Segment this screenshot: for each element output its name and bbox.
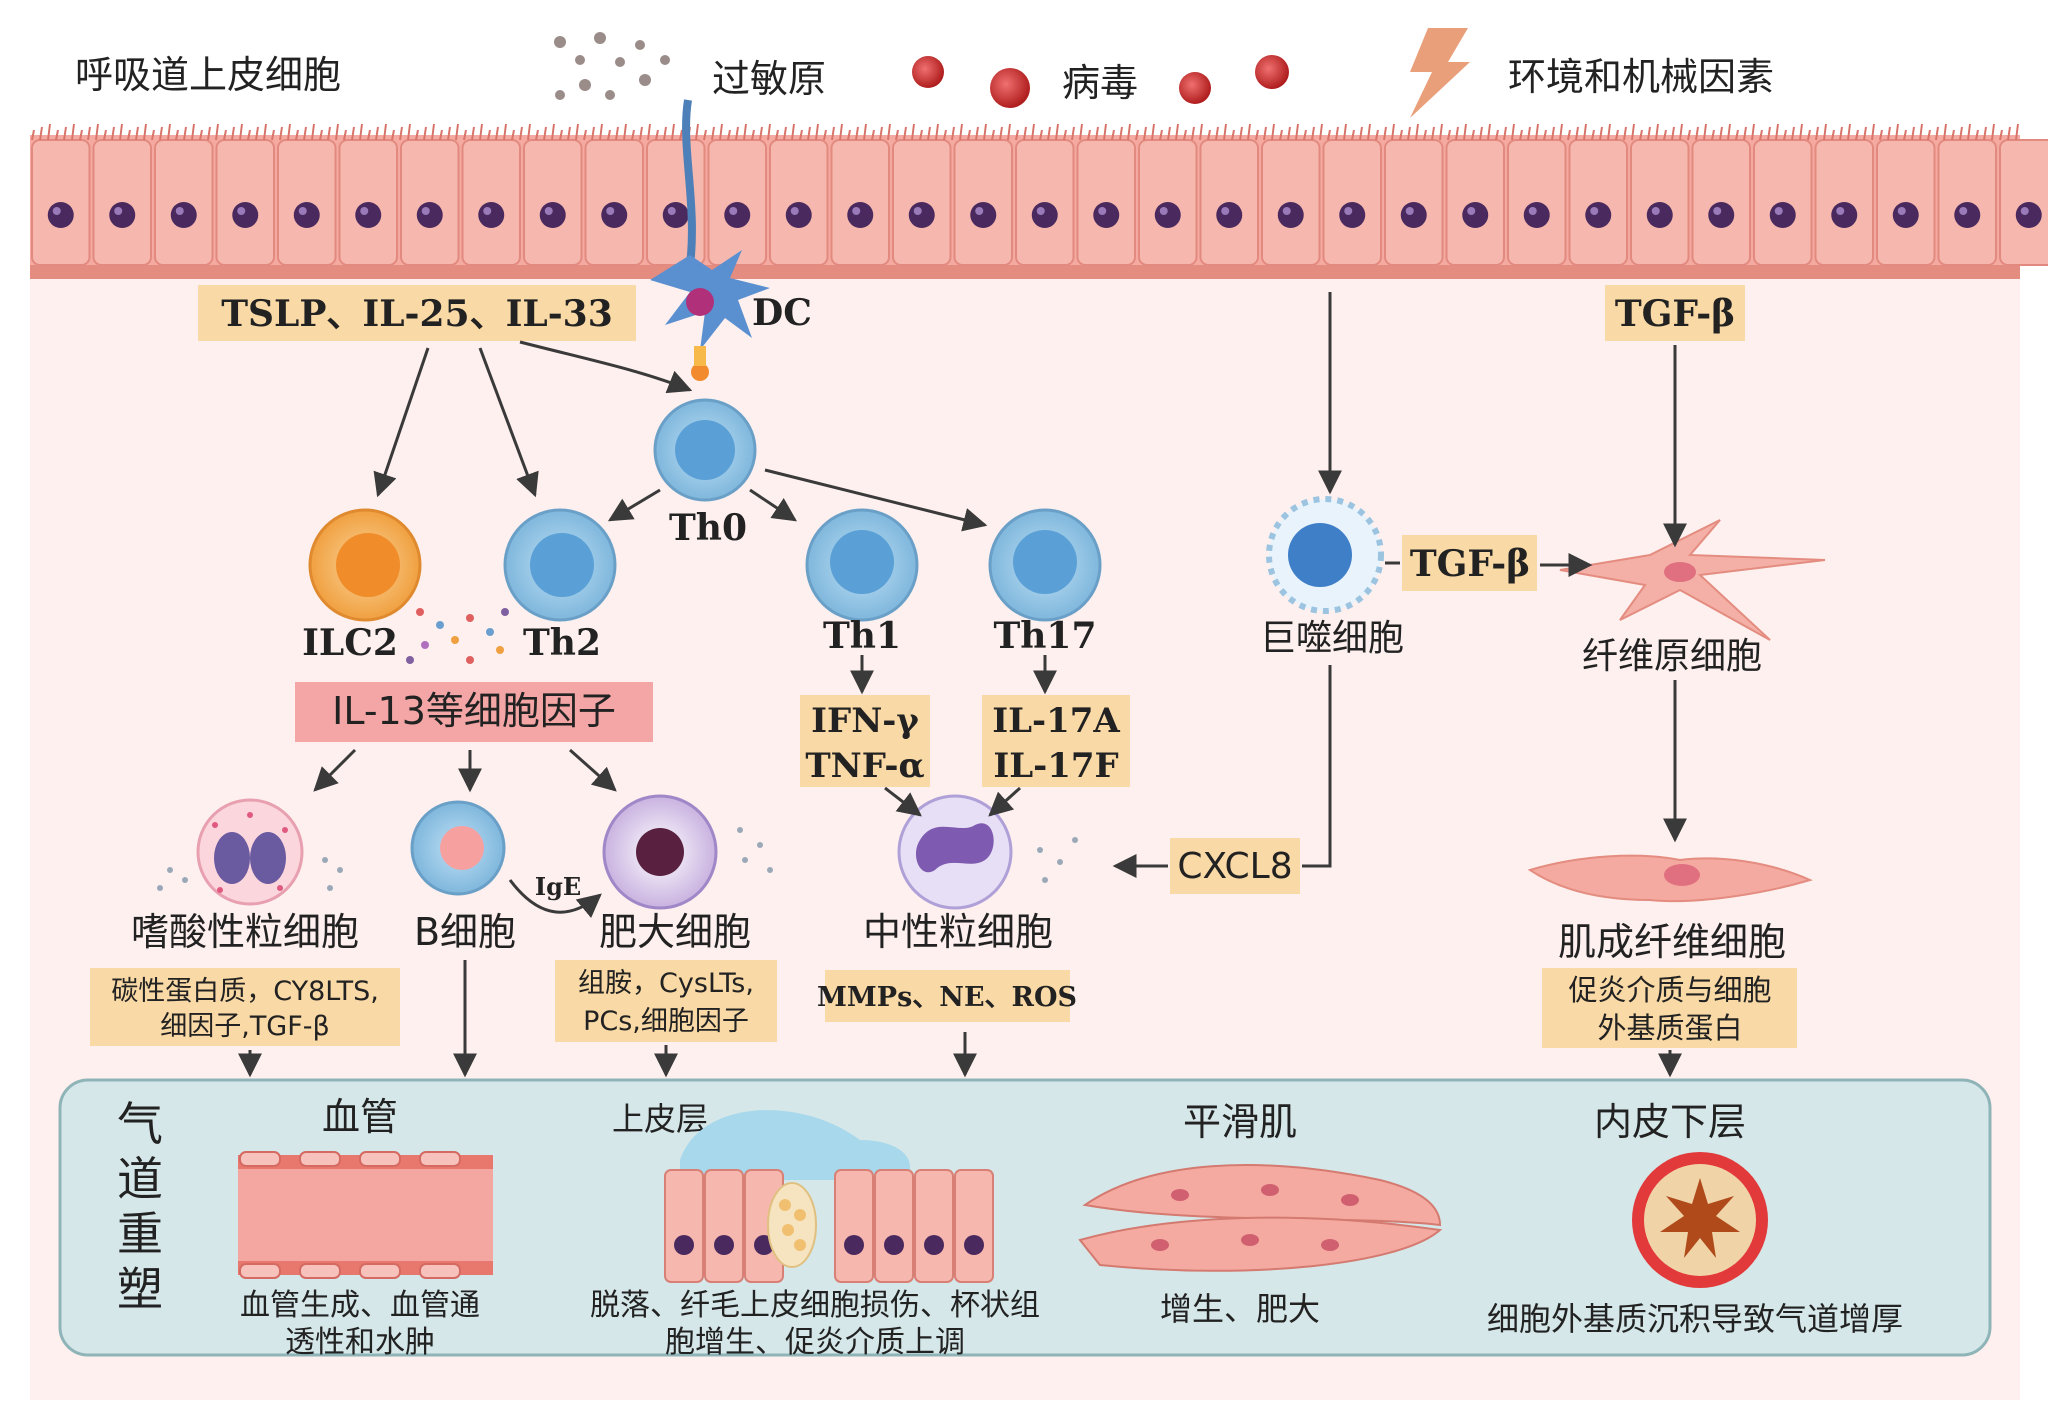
blood-vessel-icon <box>238 1151 493 1279</box>
remodeling-title: 气 道 重 塑 <box>117 1097 163 1316</box>
tgf-top-box <box>1605 285 1745 341</box>
epithelial-layer <box>30 123 2048 279</box>
mast-cell-label: 肥大细胞 <box>599 910 751 954</box>
alarmin-box <box>198 285 636 341</box>
alarmin-label: TSLP、IL-25、IL-33 <box>221 293 613 335</box>
mast-cell <box>602 794 718 910</box>
th17-label: Th17 <box>993 615 1096 657</box>
myofibroblast-label: 肌成纤维细胞 <box>1558 920 1786 964</box>
cxcl8-box <box>1170 838 1300 894</box>
cxcl8-label: CXCL8 <box>1177 846 1292 887</box>
mast-mediators-line1: 组胺，CysLTs, <box>578 968 754 999</box>
smooth-muscle-desc: 增生、肥大 <box>1160 1290 1320 1328</box>
neutrophil-mediators: MMPs、NE、ROS <box>817 982 1077 1013</box>
ige-label: IgE <box>535 872 581 901</box>
th17-cell <box>988 508 1102 622</box>
damaged-epithelium-icon <box>664 1110 994 1283</box>
granules <box>157 827 1078 891</box>
il17f-label: IL-17F <box>993 746 1118 786</box>
environment-label: 环境和机械因素 <box>1508 55 1774 99</box>
svg-text:塑: 塑 <box>117 1262 163 1316</box>
submucosa-title: 内皮下层 <box>1594 1100 1746 1144</box>
th0-cell <box>653 398 757 502</box>
submucosa-desc: 细胞外基质沉积导致气道增厚 <box>1487 1300 1903 1338</box>
allergen-particles <box>554 32 670 100</box>
ilc2-cell <box>308 508 422 622</box>
svg-text:气: 气 <box>117 1097 163 1151</box>
eosinophil-mediators-line1: 碳性蛋白质，CY8LTS, <box>111 976 379 1007</box>
vessel-desc-line1: 血管生成、血管通 <box>240 1288 480 1323</box>
thickened-airway-icon <box>1632 1152 1768 1288</box>
macrophage-cell <box>1266 496 1384 614</box>
b-cell-label: B细胞 <box>414 910 516 954</box>
epithelium-desc-line2: 胞增生、促炎介质上调 <box>665 1325 965 1360</box>
eosinophil-cell <box>196 798 304 906</box>
vessel-desc-line2: 透性和水肿 <box>285 1325 435 1360</box>
tgf-mid-label: TGF-β <box>1410 543 1530 585</box>
tnf-label: TNF-α <box>805 746 924 786</box>
th0-label: Th0 <box>669 507 747 549</box>
th1-cytokine-box <box>800 695 930 787</box>
cytokine-dots <box>406 608 509 664</box>
virus-icon <box>912 55 1289 108</box>
allergen-label: 过敏原 <box>712 57 826 101</box>
il17a-label: IL-17A <box>992 701 1120 741</box>
tgf-top-label: TGF-β <box>1615 293 1735 335</box>
tgf-mid-box <box>1402 535 1537 591</box>
vessel-title: 血管 <box>322 1095 398 1139</box>
th2-cell <box>503 508 617 622</box>
epithelium-desc-line1: 脱落、纤毛上皮细胞损伤、杯状组 <box>590 1288 1040 1323</box>
ifn-label: IFN-γ <box>811 701 919 741</box>
svg-text:道: 道 <box>117 1152 163 1206</box>
dc-label: DC <box>752 292 812 334</box>
th1-label: Th1 <box>823 615 901 657</box>
neutrophil-cell <box>897 794 1013 910</box>
myofibroblast-cell <box>1527 854 1813 903</box>
mast-mediator-box <box>555 960 777 1042</box>
fibroblast-cell <box>1559 519 1826 641</box>
epithelium-label: 呼吸道上皮细胞 <box>75 53 341 97</box>
myofibroblast-mediator-box <box>1542 968 1797 1048</box>
neutrophil-label: 中性粒细胞 <box>863 910 1053 954</box>
fibroblast-label: 纤维原细胞 <box>1582 636 1762 677</box>
eosinophil-mediators-line2: 细因子,TGF-β <box>160 1011 330 1042</box>
th2-label: Th2 <box>523 622 601 664</box>
b-cell <box>410 800 506 896</box>
pathway-arrows <box>238 292 1687 1078</box>
eosinophil-mediator-box <box>90 968 400 1046</box>
th1-cell <box>805 508 919 622</box>
virus-label: 病毒 <box>1062 61 1138 105</box>
th17-cytokine-box <box>982 695 1130 787</box>
remodeling-panel <box>58 1078 1992 1357</box>
smooth-muscle-title: 平滑肌 <box>1183 1100 1297 1144</box>
svg-text:重: 重 <box>117 1207 163 1261</box>
il13-box <box>295 682 653 742</box>
macrophage-label: 巨噬细胞 <box>1260 618 1404 659</box>
eosinophil-label: 嗜酸性粒细胞 <box>131 910 359 954</box>
il13-label: IL-13等细胞因子 <box>332 689 616 733</box>
myofibroblast-mediators-line1: 促炎介质与细胞 <box>1568 973 1771 1007</box>
mast-mediators-line2: PCs,细胞因子 <box>583 1006 749 1037</box>
smooth-muscle-icon <box>1078 1164 1443 1272</box>
dendritic-cell <box>650 99 770 381</box>
neutrophil-mediator-box <box>825 970 1070 1022</box>
epithelium-title: 上皮层 <box>612 1100 708 1138</box>
myofibroblast-mediators-line2: 外基质蛋白 <box>1597 1011 1742 1045</box>
ilc2-label: ILC2 <box>302 622 398 664</box>
lightning-icon <box>1410 28 1470 118</box>
